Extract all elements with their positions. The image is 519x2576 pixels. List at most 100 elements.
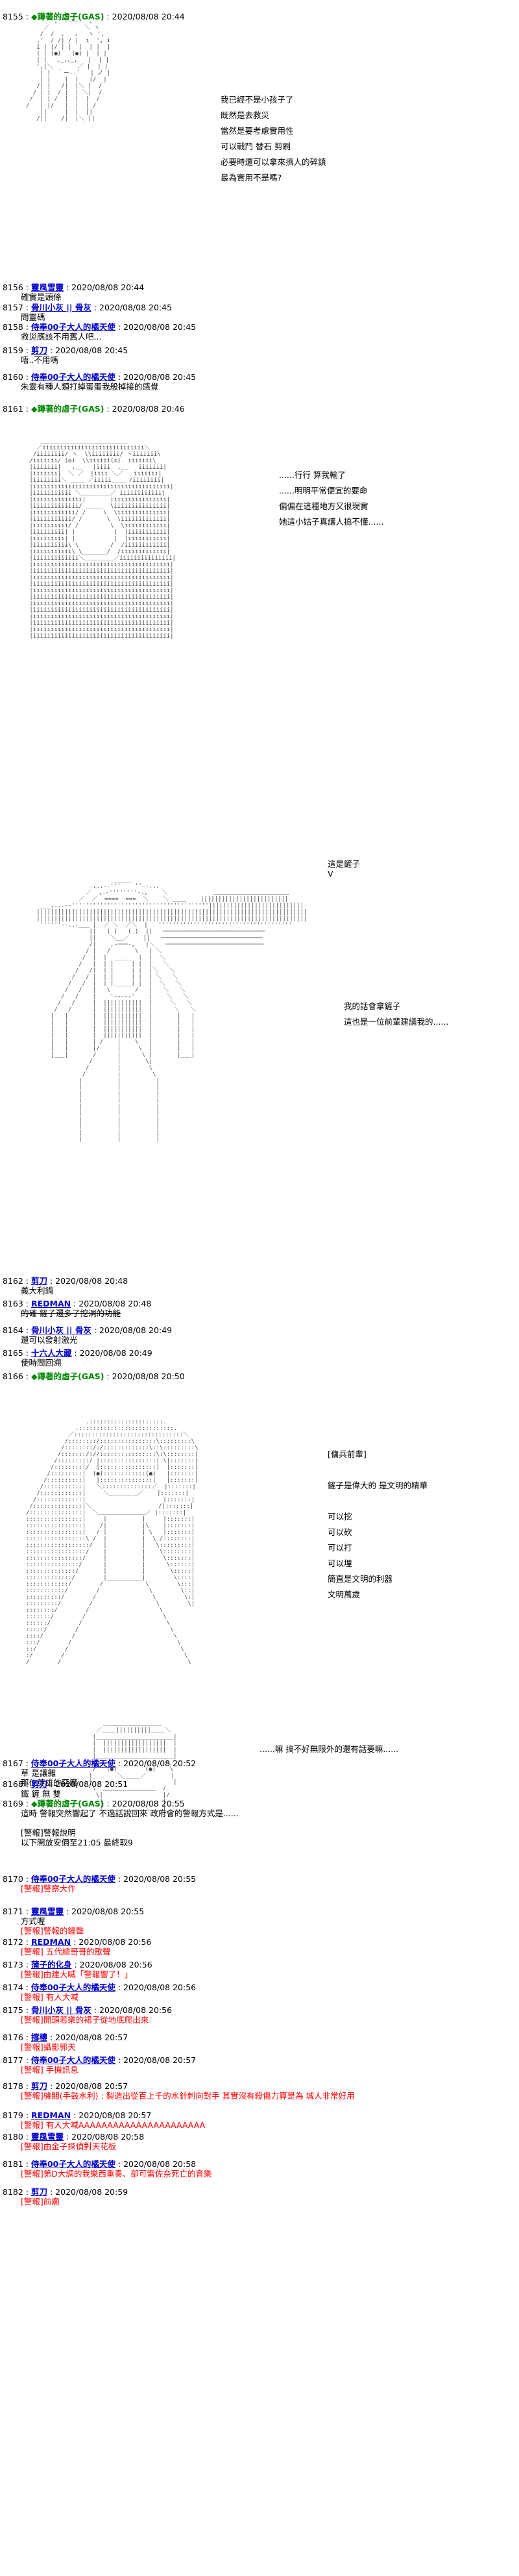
post-line [21,1818,516,1828]
dialogue-line: 可以挖 [328,1512,352,1521]
dialogue-box-1: 我已經不是小孩子了既然是去救災當然是要考慮實用性可以戰鬥 替石 剪刷必要時還可以… [221,92,326,186]
post: 8176 : 撐樓 : 2020/08/08 20:57[警報]攝影郭天 [3,2032,516,2052]
post: 8155 : ◆蹲著的虛子(GAS) : 2020/08/08 20:44 [3,12,516,21]
post-body: 朱靈有種人類打掉蛋蛋我般掉接的感覺 [3,382,516,392]
post-header: 8169 : ◆蹲著的虛子(GAS) : 2020/08/08 20:55 [3,1799,185,1808]
post-header: 8181 : 侍奉00子大人的橘天使 : 2020/08/08 20:58 [3,2159,197,2169]
post-date: 2020/08/08 20:55 [112,1799,185,1808]
post-number: 8176 [3,2032,23,2042]
dialogue-line: ......嘛 搞不好無限外的還有話要嘛...... [260,1744,399,1754]
post-header: 8155 : ◆蹲著的虛子(GAS) : 2020/08/08 20:44 [3,12,185,21]
post-date: 2020/08/08 20:51 [55,1779,128,1789]
post-author-link[interactable]: 剪刀 [30,1276,47,1286]
post-number: 8182 [3,2187,23,2197]
dialogue-box-3: 我的話會拿鏟子這也是一位前輩建議我的...... [344,999,448,1030]
post-number: 8172 [3,1937,23,1947]
post-author-link[interactable]: 骨川小灰 || 骨灰 [30,2005,91,2015]
dialogue-box-2: ......行行 算我輸了......明明平常便宜的要命偏偏在這種地方又很現實她… [279,468,383,530]
post-author-link[interactable]: 骨川小灰 || 骨灰 [30,1325,91,1335]
post: 8170 : 侍奉00子大人的橘天使 : 2020/08/08 20:55[警報… [3,1874,516,1894]
post-header: 8166 : ◆蹲著的虛子(GAS) : 2020/08/08 20:50 [3,1371,185,1381]
post-date: 2020/08/08 20:49 [79,1348,152,1358]
post-header: 8167 : 侍奉00子大人的橘天使 : 2020/08/08 20:52 [3,1758,197,1768]
post-author-link[interactable]: 十六人大藏 [30,1348,72,1358]
post-author-link[interactable]: 侍奉00子大人的橘天使 [30,322,115,332]
post-body: [警報]開頭若樂的裙子從地底爬出來 [3,2015,516,2025]
post-body: [警報] 有人大喊 [3,1992,516,2002]
post-body: 鐵 鏟 無 雙 [3,1789,516,1799]
post-line: [警報]開頭若樂的裙子從地底爬出來 [21,2015,149,2025]
dialogue-line: 文明萬歲 [328,1590,361,1599]
post-author-link[interactable]: REDMAN [30,1299,71,1308]
post-line: 問靈碼 [21,312,45,322]
post-number: 8164 [3,1325,23,1335]
post-author-link[interactable]: 蒲子的化身 [30,1960,72,1970]
post-number: 8163 [3,1299,23,1308]
dialogue-line: 偏偏在這種地方又很現實 [279,501,368,511]
post-author-link[interactable]: 侍奉00子大人的橘天使 [30,2055,115,2065]
post-header: 8157 : 骨川小灰 || 骨灰 : 2020/08/08 20:45 [3,303,173,312]
dialogue-line: 可以打 [328,1543,352,1553]
post-author-link[interactable]: REDMAN [30,2110,71,2120]
post-date: 2020/08/08 20:50 [112,1371,185,1381]
post-date: 2020/08/08 20:45 [55,345,128,355]
post-number: 8155 [3,12,23,21]
post-author-link[interactable]: 剪刀 [30,2081,47,2091]
post-header: 8162 : 剪刀 : 2020/08/08 20:48 [3,1276,128,1286]
post-line: [警報]警報說明 [21,1828,76,1838]
post-author-link[interactable]: 剪刀 [30,1779,47,1789]
post-body: 方式喔[警報]警報的鐘聲 [3,1916,516,1936]
post-date: 2020/08/08 20:45 [123,322,197,332]
post-number: 8181 [3,2159,23,2169]
post-author-link[interactable]: 侍奉00子大人的橘天使 [30,1758,115,1768]
post-author-link[interactable]: 侍奉00子大人的橘天使 [30,1874,115,1884]
post-date: 2020/08/08 20:56 [78,1937,152,1947]
post-number: 8180 [3,2132,23,2142]
post-author-link[interactable]: 剪刀 [30,345,47,355]
post-date: 2020/08/08 20:48 [55,1276,128,1286]
post-line: 鐵 鏟 無 雙 [21,1789,61,1799]
post-header: 8178 : 剪刀 : 2020/08/08 20:57 [3,2081,128,2091]
ascii-art-chibi: ＿＿＿＿＿＿＿＿＿＿ ／____||||||||||____＼ |_______… [89,1721,177,1812]
post-body: [警報]攝影郭天 [3,2042,516,2052]
post-header: 8159 : 剪刀 : 2020/08/08 20:45 [3,345,128,355]
post-author-link[interactable]: 骨川小灰 || 骨灰 [30,303,91,312]
post-line: 的確 鏟子還多了挖洞的功能 [21,1308,121,1318]
post-author-link[interactable]: 侍奉00子大人的橘天使 [30,372,115,382]
dialogue-box-5: ......嘛 搞不好無限外的還有話要嘛...... [260,1742,398,1757]
post-line: 以下開放安價至21:05 最終取9 [21,1838,133,1847]
post-date: 2020/08/08 20:46 [112,404,185,414]
post-author-link[interactable]: 撐樓 [30,2032,47,2042]
post-number: 8159 [3,345,23,355]
post-number: 8162 [3,1276,23,1286]
post-date: 2020/08/08 20:56 [99,2005,173,2015]
post-author-link[interactable]: 侍奉00子大人的橘天使 [30,1982,115,1992]
post-author-link[interactable]: 靈風雪靈 [30,2132,64,2142]
post-number: 8173 [3,1960,23,1970]
post: 8181 : 侍奉00子大人的橘天使 : 2020/08/08 20:58[警報… [3,2159,516,2179]
post-body: [警報] 手機訊息 [3,2065,516,2075]
post-author-link[interactable]: 侍奉00子大人的橘天使 [30,2159,115,2169]
post-author-link[interactable]: REDMAN [30,1937,71,1947]
ascii-art-shovel-soldier: _____ ,..--''' ''--.., ／ ,.-''''''''-., … [36,877,308,1143]
post-header: 8173 : 蒲子的化身 : 2020/08/08 20:56 [3,1960,152,1970]
dialogue-line: 簡直是文明的利器 [328,1574,393,1584]
post: 8175 : 骨川小灰 || 骨灰 : 2020/08/08 20:56[警報]… [3,2005,516,2025]
post-line: 使時間回溯 [21,1358,62,1368]
post-author-link[interactable]: 靈風雪靈 [30,282,64,292]
post-body: 問靈碼 [3,312,516,322]
dialogue-line: 既然是去救災 [221,110,270,120]
post-body: [警報] 五代總哥哥的歌聲 [3,1947,516,1957]
dialogue-box-4: [傭兵前輩] 鏟子是偉大的 是文明的精華 可以挖可以砍可以打可以埋簡直是文明的利… [328,1447,428,1603]
post-number: 8178 [3,2081,23,2091]
post-line: [警報] 五代總哥哥的歌聲 [21,1947,111,1957]
post-header: 8182 : 剪刀 : 2020/08/08 20:59 [3,2187,128,2197]
post-author-link[interactable]: 剪刀 [30,2187,47,2197]
post-line: 唔..不用嗎 [21,355,58,365]
dialogue-line: 我的話會拿鏟子 [344,1001,401,1011]
post-line: [警報]第D大調的我樂西重奏、部可雷佐奈死亡的音樂 [21,2169,212,2179]
post-header: 8160 : 侍奉00子大人的橘天使 : 2020/08/08 20:45 [3,372,197,382]
post-author-link[interactable]: 靈風雪靈 [30,1907,64,1916]
